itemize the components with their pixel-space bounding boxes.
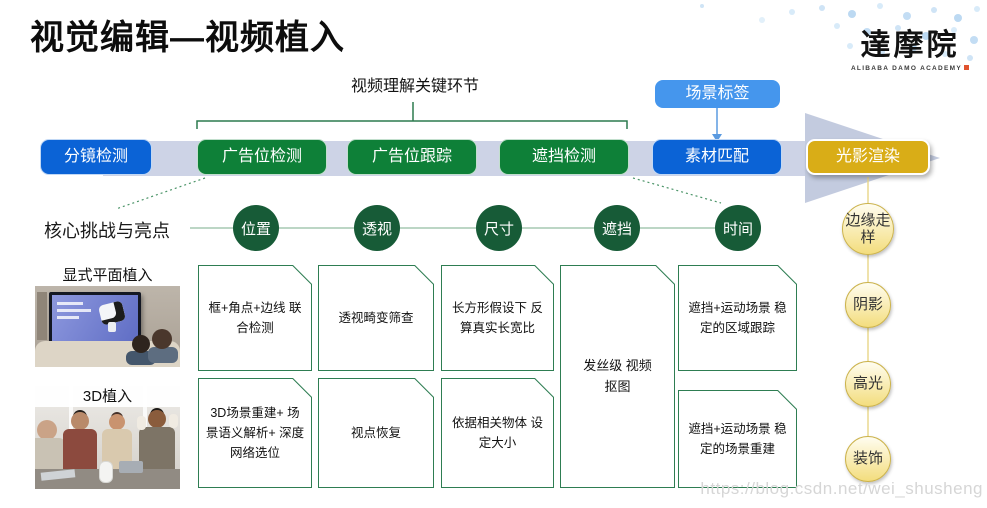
person-torso-shape (139, 427, 175, 471)
step-shot-detection: 分镜检测 (40, 139, 152, 175)
laptop-shape (119, 461, 143, 473)
node-perspective: 透视 (354, 205, 400, 251)
raised-fist-shape (137, 416, 146, 430)
watermark: https://blog.csdn.net/wei_shusheng (700, 479, 983, 498)
person-head-shape (148, 410, 166, 428)
node-occlusion: 遮挡 (594, 205, 640, 251)
smart-speaker-shape (99, 461, 113, 483)
dots-decoration (700, 4, 704, 8)
challenges-label: 核心挑战与亮点 (44, 221, 170, 241)
scene-tag-arrowhead (712, 134, 722, 142)
damo-academy-logo: 達摩院 ALIBABA DAMO ACADEMY (840, 20, 980, 72)
screen-text-line (57, 316, 79, 319)
effect-shadow: 阴影 (845, 282, 891, 328)
cell-hair-level-matting: 发丝级 视频抠图 (560, 265, 675, 488)
raised-fist-shape (169, 414, 178, 428)
threed-implant-label: 3D植入 (35, 386, 180, 407)
step-adslot-tracking: 广告位跟踪 (347, 139, 477, 175)
cell-perspective-screening: 透视畸变筛查 (318, 265, 434, 371)
cell-viewpoint-recovery: 视点恢复 (318, 378, 434, 488)
node-size: 尺寸 (476, 205, 522, 251)
cell-scene-reconstruction: 遮挡+运动场景 稳定的场景重建 (678, 390, 797, 488)
scene-tag-badge: 场景标签 (655, 80, 780, 108)
cell-frame-corner-edge: 框+角点+边线 联合检测 (198, 265, 312, 371)
logo-text: 達摩院 (860, 28, 960, 63)
step-occlusion-detection: 遮挡检测 (499, 139, 629, 175)
screen-text-line (57, 309, 91, 312)
step-lighting-rendering: 光影渲染 (806, 139, 930, 175)
person-head-shape (71, 412, 89, 430)
dashed-link-detection (115, 177, 206, 210)
bracket-line (196, 120, 628, 129)
cell-size-setting: 依据相关物体 设定大小 (441, 378, 554, 488)
cell-3d-reconstruction: 3D场景重建+ 场景语义解析+ 深度网络选位 (198, 378, 312, 488)
step-adslot-detection: 广告位检测 (197, 139, 327, 175)
person-head-shape (109, 414, 125, 430)
robot-leg-shape (108, 322, 116, 332)
viewer-head-shape (132, 335, 150, 353)
effect-edge-aliasing: 边缘走样 (842, 203, 894, 255)
step-material-matching: 素材匹配 (652, 139, 782, 175)
page-title: 视觉编辑—视频植入 (30, 19, 345, 57)
screen-text-line (57, 302, 83, 305)
logo-seal-icon (964, 65, 970, 70)
bracket-label: 视频理解关键环节 (350, 78, 479, 95)
node-position: 位置 (233, 205, 279, 251)
tv-shape (49, 292, 141, 346)
shelf-shape (37, 292, 47, 340)
node-time: 时间 (715, 205, 761, 251)
dashed-link-occlusion (632, 177, 722, 204)
cell-aspect-ratio: 长方形假设下 反算真实长宽比 (441, 265, 554, 371)
logo-subtitle: ALIBABA DAMO ACADEMY (840, 65, 980, 72)
planar-implant-photo: 显式平面植入 (35, 265, 180, 367)
cell-region-tracking: 遮挡+运动场景 稳定的区域跟踪 (678, 265, 797, 371)
person-torso-shape (63, 429, 97, 471)
threed-implant-photo: 3D植入 (35, 386, 180, 489)
viewer-head-shape (152, 329, 172, 349)
effect-decoration: 装饰 (845, 436, 891, 482)
viewer-body-shape (148, 347, 178, 363)
person-head-shape (37, 420, 57, 440)
effect-highlight: 高光 (845, 361, 891, 407)
living-room-illustration (35, 286, 180, 367)
person-torso-shape (35, 438, 65, 472)
planar-implant-label: 显式平面植入 (35, 265, 180, 286)
tv-screen-shape (52, 295, 138, 343)
